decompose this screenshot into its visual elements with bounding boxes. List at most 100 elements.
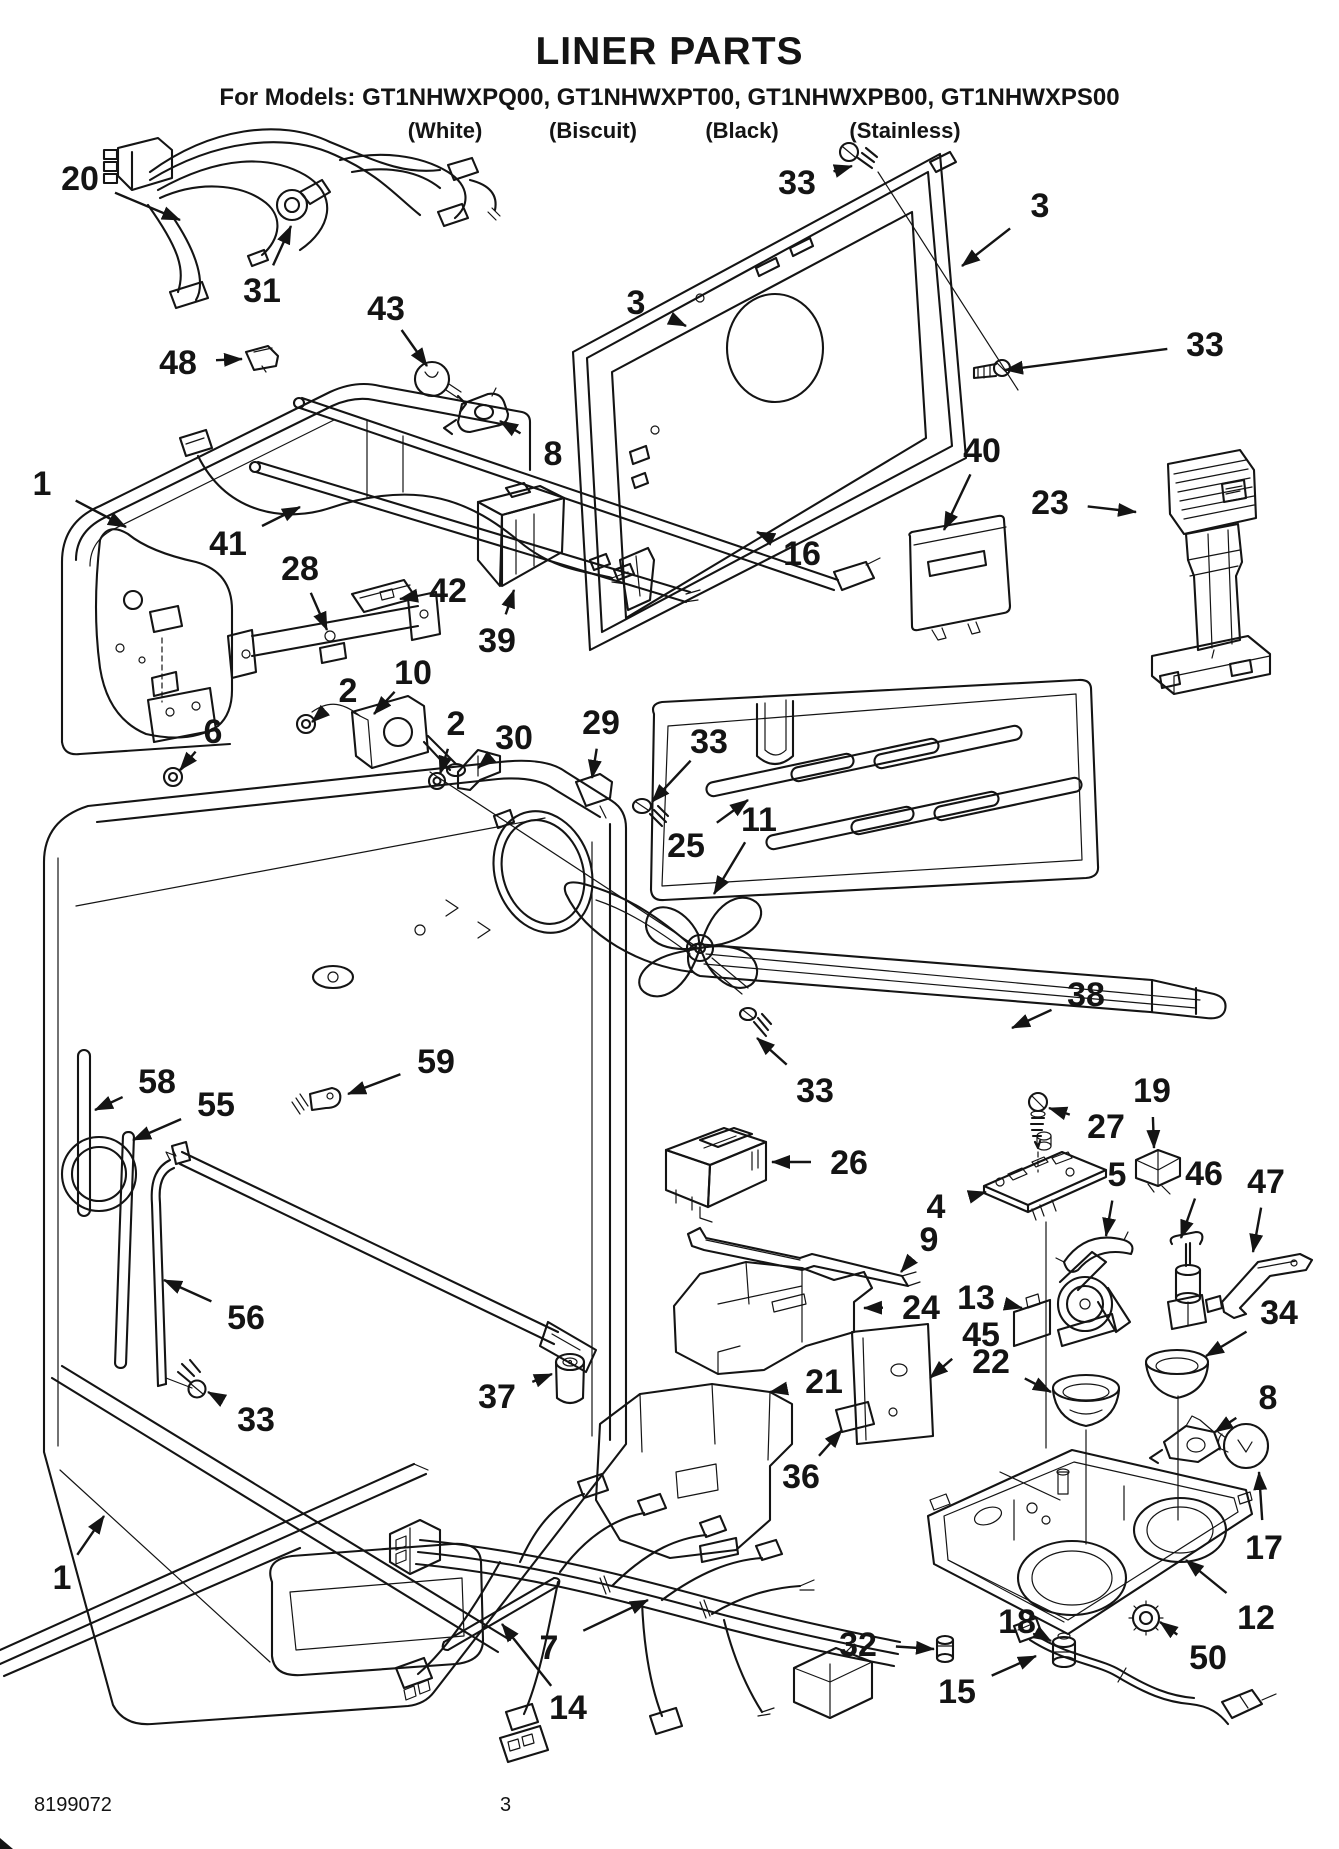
callout-arrow-58-52 [94, 1096, 124, 1112]
callout-arrow-32-46 [895, 1640, 935, 1655]
models-line: For Models: GT1NHWXPQ00, GT1NHWXPT00, GT… [219, 84, 1120, 111]
lower-liner-1 [42, 759, 628, 1726]
callout-arrow-33-7 [1004, 347, 1168, 375]
water-filter-23 [1150, 448, 1272, 696]
bottom-left-rail [0, 1462, 429, 1678]
screw-33-top [838, 141, 1019, 391]
upper-liner-1 [60, 382, 532, 756]
callout-number-21-49: 21 [805, 1363, 843, 1401]
callout-arrow-30-21 [477, 750, 497, 769]
inner-panel-16 [610, 210, 928, 620]
callout-number-40-10: 40 [963, 432, 1001, 470]
callout-arrow-3-8 [666, 311, 687, 328]
screw-27 [1027, 1091, 1049, 1173]
clip-19 [1134, 1148, 1182, 1195]
screw-33-left [176, 1358, 207, 1399]
callout-arrow-9-32 [900, 1253, 918, 1273]
defrost-wire-41 [178, 428, 636, 585]
socket-8-bottom [1148, 1415, 1222, 1465]
callout-arrow-39-16 [501, 589, 516, 615]
fan-blade-11 [638, 896, 763, 998]
strip-9 [686, 1226, 921, 1288]
tube-14 [441, 1576, 561, 1652]
callout-number-1-12: 1 [33, 465, 52, 503]
callout-number-25-24: 25 [667, 827, 705, 865]
fuse-32 [935, 1634, 955, 1664]
drain-tube-56 [150, 1147, 193, 1389]
callout-number-3-6: 3 [1031, 187, 1050, 225]
callout-number-33-23: 33 [690, 723, 728, 761]
callout-arrow-48-3 [215, 352, 243, 367]
page-number: 3 [500, 1794, 512, 1816]
callout-number-55-53: 55 [197, 1086, 235, 1124]
callout-number-41-13: 41 [209, 525, 247, 563]
callout-number-15-47: 15 [938, 1673, 976, 1711]
callout-number-6-17: 6 [204, 713, 223, 751]
callout-number-33-55: 33 [237, 1401, 275, 1439]
callout-number-56-54: 56 [227, 1299, 265, 1337]
callout-number-22-39: 22 [972, 1343, 1010, 1381]
callout-arrow-23-11 [1087, 502, 1137, 517]
callout-arrow-33-5 [832, 164, 853, 178]
callout-arrow-38-26 [1011, 1008, 1052, 1030]
callout-arrow-5-33 [1102, 1200, 1117, 1237]
callout-arrow-14-51 [501, 1623, 553, 1687]
callout-arrow-47-35 [1249, 1207, 1264, 1253]
callout-number-47-35: 47 [1247, 1163, 1285, 1201]
heater-rods-8 [248, 396, 881, 604]
light-bulb-17 [1217, 1422, 1270, 1470]
callout-arrow-45-38 [929, 1357, 953, 1379]
support-shelf-38 [563, 881, 1227, 1020]
callout-number-33-5: 33 [778, 164, 816, 202]
screw-33-fan [738, 1006, 773, 1038]
drip-cup-34 [1144, 1348, 1210, 1400]
callout-arrow-36-48 [818, 1429, 843, 1457]
callout-number-14-51: 14 [549, 1689, 587, 1727]
color-label-stainless: (Stainless) [849, 118, 961, 143]
callout-number-23-11: 23 [1031, 484, 1069, 522]
knob-6 [162, 761, 191, 788]
callout-arrow-37-58 [531, 1372, 553, 1388]
callout-arrow-1-12 [75, 499, 127, 529]
wire-harness-20 [102, 128, 501, 310]
callout-arrow-56-54 [163, 1278, 212, 1303]
callout-number-1-56: 1 [53, 1559, 72, 1597]
valve-46 [1166, 1230, 1224, 1331]
callout-number-29-22: 29 [582, 704, 620, 742]
callout-number-16-9: 16 [783, 535, 821, 573]
callout-arrow-8-41 [1214, 1416, 1237, 1434]
document-number: 8199072 [34, 1794, 112, 1816]
hose-5 [1055, 1231, 1134, 1273]
tube-55 [114, 1131, 135, 1370]
tube-58 [76, 1048, 92, 1218]
callout-number-39-16: 39 [478, 622, 516, 660]
callout-arrow-25-24 [716, 799, 749, 824]
bracket-28 [226, 590, 442, 680]
callout-arrow-16-9 [756, 530, 777, 546]
callout-arrow-40-10 [942, 473, 972, 531]
color-label-biscuit: (Biscuit) [549, 118, 637, 143]
callout-arrow-6-17 [179, 750, 197, 771]
callout-number-11-25: 11 [741, 801, 777, 839]
callout-arrow-8-4 [499, 419, 522, 437]
drain-tray-25 [649, 678, 1100, 902]
scan-corner-mark [0, 1838, 13, 1849]
clip-59 [291, 1086, 342, 1115]
grommet-2a [295, 713, 317, 735]
callout-number-28-14: 28 [281, 550, 319, 588]
color-row: (White)(Biscuit)(Black)(Stainless) [0, 118, 1339, 148]
foam-cover-21 [594, 1382, 794, 1564]
clip-48 [244, 344, 280, 373]
callout-number-38-26: 38 [1067, 976, 1105, 1014]
air-duct-24 [672, 1260, 874, 1376]
callout-arrow-4-31 [966, 1190, 987, 1204]
callout-number-12-43: 12 [1237, 1599, 1275, 1637]
assembly-guide-lines [1045, 1221, 1179, 1545]
callout-number-32-46: 32 [839, 1626, 877, 1664]
base-pan-12 [926, 1448, 1254, 1636]
callout-number-37-58: 37 [478, 1378, 516, 1416]
callout-number-45-38: 45 [962, 1316, 1000, 1354]
callout-number-33-7: 33 [1186, 326, 1224, 364]
